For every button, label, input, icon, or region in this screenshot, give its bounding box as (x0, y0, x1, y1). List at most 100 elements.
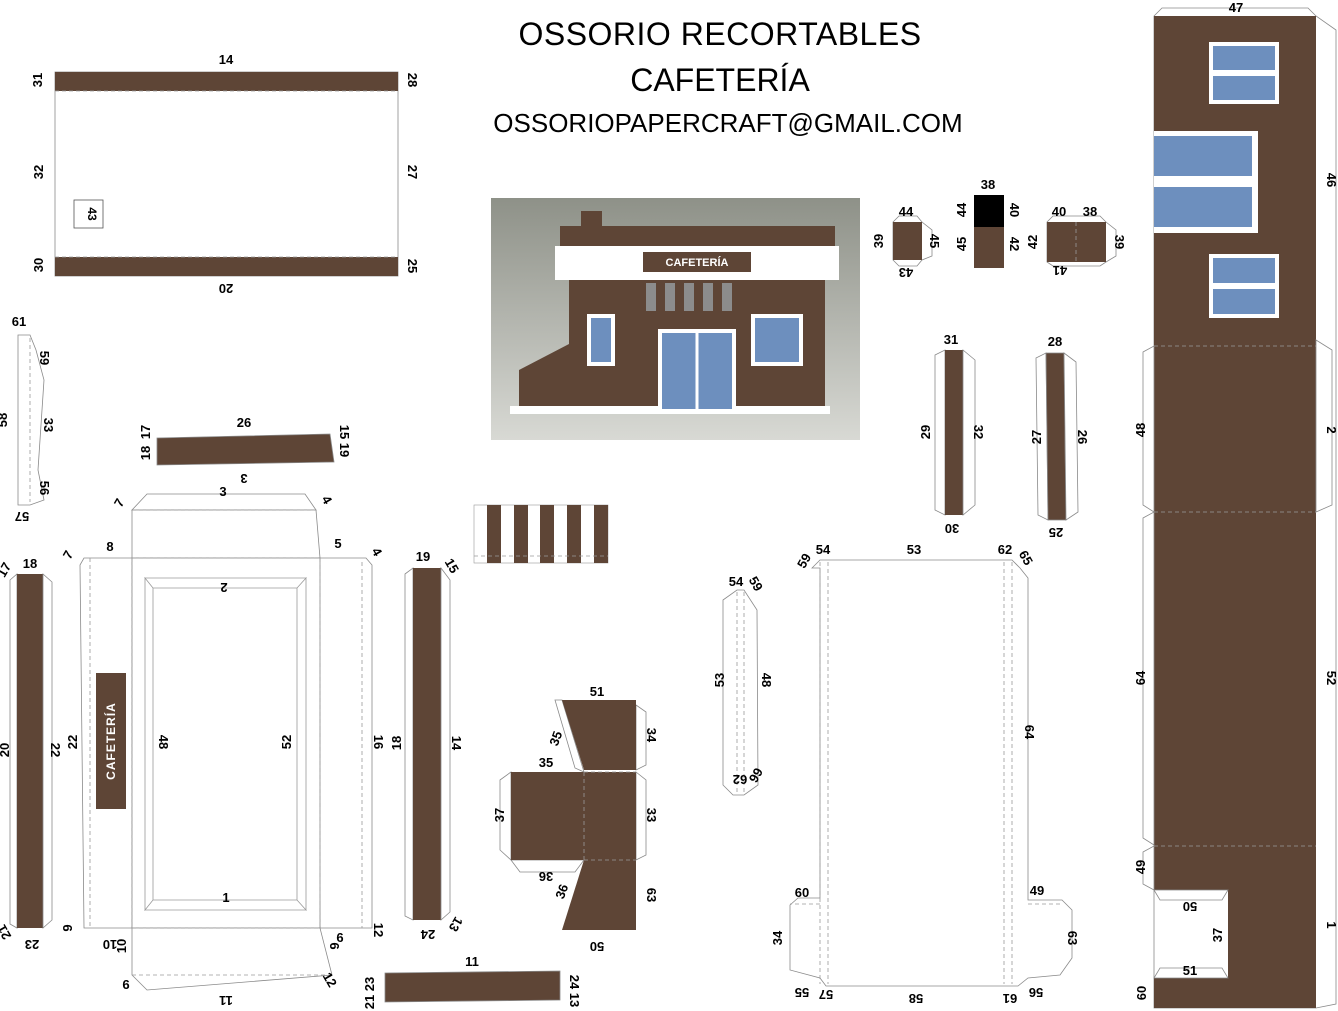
label: 64 (1133, 670, 1148, 685)
label: 61 (12, 314, 26, 329)
label: 50 (1183, 899, 1197, 914)
label: 65 (1016, 548, 1036, 568)
label: 34 (644, 728, 659, 743)
label: 13 (567, 993, 582, 1007)
label: 13 (446, 914, 466, 934)
label: 63 (644, 888, 659, 902)
label: 7 (60, 548, 77, 562)
label: 55 (795, 985, 809, 1000)
page-title: OSSORIO RECORTABLES (518, 16, 922, 52)
label: 17 (0, 560, 14, 580)
label: 43 (85, 207, 99, 221)
label: 1 (1324, 921, 1338, 928)
label: 64 (1022, 725, 1037, 740)
label: 32 (31, 165, 46, 179)
label: 36 (539, 869, 553, 884)
label: 42 (1025, 235, 1040, 249)
contact-email: OSSORIOPAPERCRAFT@GMAIL.COM (493, 108, 963, 138)
label: 9 (60, 924, 75, 931)
label: 4 (369, 545, 386, 559)
label: 63 (1065, 931, 1080, 945)
label: 23 (362, 977, 377, 991)
label: 27 (1029, 430, 1044, 444)
label: 31 (944, 332, 958, 347)
label: 16 (371, 735, 386, 749)
front-wall-piece: CAFETERÍA 3 7 4 8 7 5 4 2 22 48 52 16 1 … (60, 484, 386, 1008)
label: 25 (405, 259, 420, 273)
label: 2 (1324, 426, 1338, 433)
label: 18 (23, 556, 37, 571)
label: 12 (320, 970, 340, 990)
piece-38: 38 44 40 45 42 (954, 177, 1022, 268)
label: 4 (319, 493, 336, 507)
strip-61: 61 58 59 33 56 57 (0, 314, 56, 524)
label: 53 (907, 542, 921, 557)
label: 33 (644, 808, 659, 822)
label: 37 (492, 808, 507, 822)
piece-40: 40 38 42 39 41 (1025, 204, 1127, 278)
label: 48 (156, 735, 171, 749)
label: 48 (1133, 423, 1148, 437)
label: 33 (41, 418, 56, 432)
preview-image: CAFETERÍA (491, 198, 860, 440)
label: 31 (30, 73, 45, 87)
label: 60 (1134, 986, 1149, 1000)
label: 44 (954, 202, 969, 217)
label: 18 (138, 446, 153, 460)
side-strip-18: 18 17 20 22 21 23 (0, 556, 63, 952)
label: 44 (899, 204, 914, 219)
label: 39 (1112, 235, 1127, 249)
label: 37 (1210, 928, 1225, 942)
label: 45 (927, 234, 942, 248)
strip-31: 31 29 32 30 (918, 332, 986, 536)
label: 10 (114, 939, 129, 953)
label: 21 (362, 995, 377, 1009)
label: 26 (1075, 430, 1090, 444)
label: 38 (981, 177, 995, 192)
label: 17 (138, 425, 153, 439)
label: 3 (240, 471, 247, 486)
label: 66 (746, 765, 766, 785)
label: 36 (552, 882, 571, 901)
label: 34 (770, 930, 785, 945)
label: 23 (25, 937, 39, 952)
label: 35 (546, 729, 565, 748)
sign-text: CAFETERÍA (103, 702, 118, 780)
small-tab-43 (73, 199, 104, 229)
label: 6 (336, 930, 343, 945)
label: 62 (998, 542, 1012, 557)
label: 27 (405, 165, 420, 179)
label: 46 (1324, 173, 1338, 187)
label: 24 (567, 975, 582, 990)
label: 22 (48, 743, 63, 757)
strip-26: 26 17 18 15 19 3 (138, 415, 352, 486)
label: 26 (237, 415, 251, 430)
label: 59 (37, 351, 52, 365)
label: 49 (1133, 860, 1148, 874)
label: 12 (371, 923, 386, 937)
label: 28 (1048, 334, 1062, 349)
label: 62 (733, 772, 747, 787)
label: 39 (871, 234, 886, 248)
label: 28 (405, 73, 420, 87)
label: 30 (31, 258, 46, 272)
label: 54 (729, 574, 744, 589)
label: 38 (1083, 204, 1097, 219)
label: 61 (1003, 991, 1017, 1006)
label: 7 (111, 496, 128, 510)
label: 11 (219, 993, 233, 1008)
label: 47 (1229, 0, 1243, 15)
label: 48 (759, 673, 774, 687)
label: 5 (334, 536, 341, 551)
label: 56 (37, 481, 52, 495)
strip-11: 11 23 21 24 13 (362, 954, 582, 1009)
label: 56 (1029, 985, 1043, 1000)
label: 49 (1030, 883, 1044, 898)
label: 9 (122, 977, 129, 992)
label: 19 (337, 443, 352, 457)
label: 52 (1324, 671, 1338, 685)
label: 15 (442, 556, 462, 576)
label: 57 (819, 987, 833, 1002)
right-tall-wall: 47 46 48 2 64 52 49 50 1 37 51 60 (1133, 0, 1338, 1009)
label: 20 (219, 281, 233, 296)
